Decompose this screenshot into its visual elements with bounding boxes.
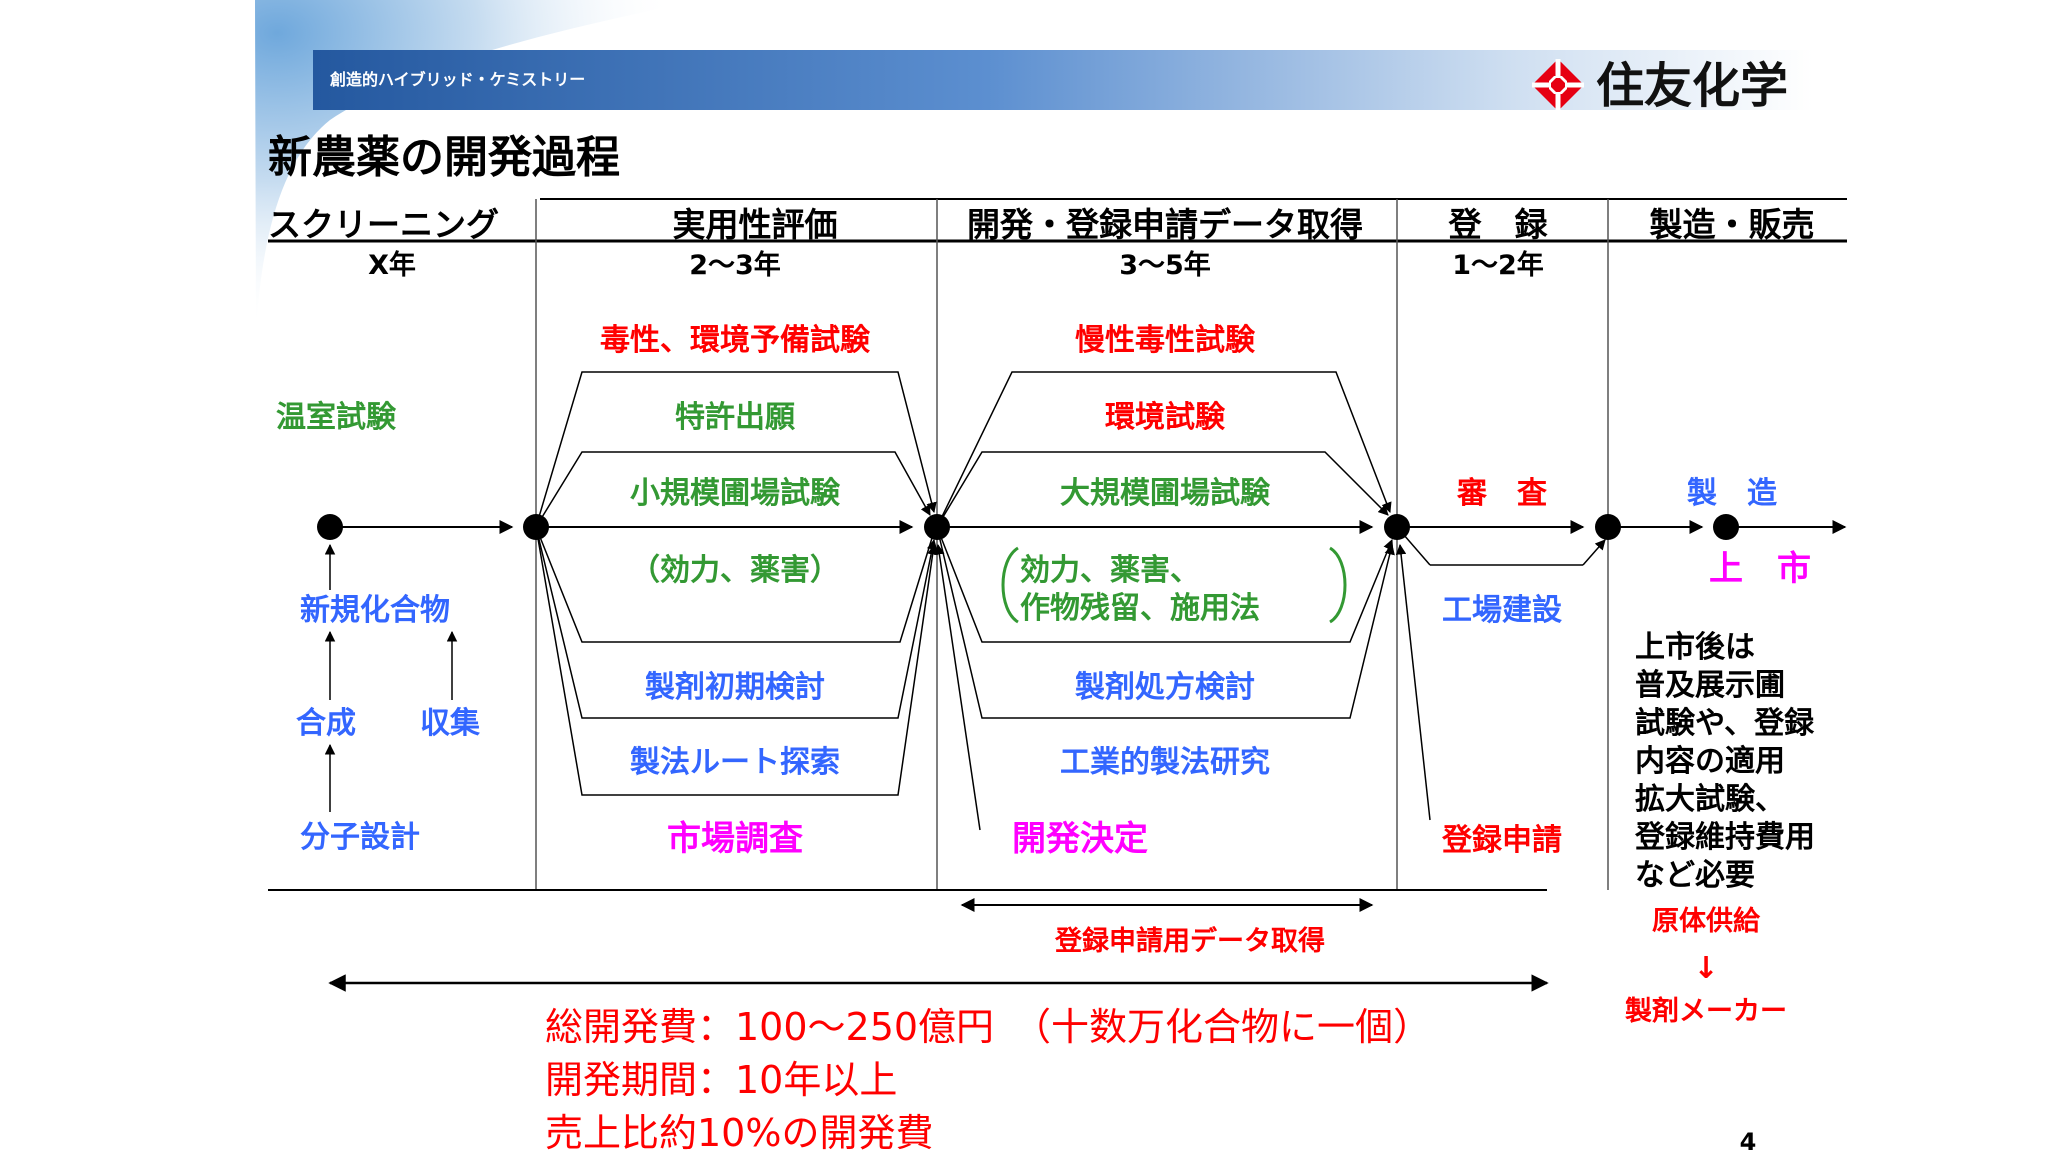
plant-construction-label: 工場建設 <box>1442 593 1562 628</box>
total-cost-text: 総開発費：100～250億円 （十数万化合物に一個） <box>545 1005 1431 1049</box>
svg-text:試験や、登録: 試験や、登録 <box>1635 706 1815 741</box>
field-detail-label: 効力、薬害、 <box>1020 553 1200 588</box>
env-test-label: 環境試験 <box>1105 400 1226 435</box>
industrial-process-label: 工業的製法研究 <box>1060 745 1270 780</box>
new-compound-label: 新規化合物 <box>300 593 450 628</box>
header-tagline: 創造的ハイブリッド・ケミストリー <box>329 70 585 89</box>
phase-name: スクリーニング <box>268 205 499 244</box>
formulation-initial-label: 製剤初期検討 <box>645 670 825 705</box>
svg-text:上市後は: 上市後は <box>1635 630 1755 665</box>
timeline-node <box>523 514 549 540</box>
synthesis-label: 合成 <box>296 706 356 741</box>
decision-arrow <box>1395 543 1431 821</box>
large-field-test-label: 大規模圃場試験 <box>1060 476 1271 511</box>
left-brace <box>1001 546 1019 624</box>
tox-env-prelim-label: 毒性、環境予備試験 <box>600 323 871 358</box>
timeline-node <box>924 514 950 540</box>
slide-title: 新農薬の開発過程 <box>268 132 620 183</box>
svg-text:拡大試験、: 拡大試験、 <box>1635 782 1785 817</box>
formulator-label: 製剤メーカー <box>1625 995 1787 1027</box>
field-detail-label: 作物残留、施用法 <box>1020 591 1260 626</box>
svg-text:普及展示圃: 普及展示圃 <box>1635 668 1785 703</box>
dev-period-text: 開発期間：10年以上 <box>545 1058 897 1102</box>
screening-arrows <box>324 543 458 812</box>
process-route-label: 製法ルート探索 <box>630 745 840 780</box>
svg-text:など必要: など必要 <box>1635 858 1755 893</box>
timeline-node <box>1713 514 1739 540</box>
timeline-node <box>1595 514 1621 540</box>
api-supply-label: 原体供給 <box>1652 905 1761 937</box>
company-name: 住友化学 <box>1596 58 1788 114</box>
page-number: 4 <box>1740 1128 1757 1155</box>
phase-name: 開発・登録申請データ取得 <box>967 205 1363 244</box>
efficacy-phyto-label: （効力、薬害） <box>630 553 840 588</box>
dev-decision-label: 開発決定 <box>1012 819 1148 859</box>
phase-duration: 1～2年 <box>1452 249 1544 281</box>
timeline-node <box>317 514 343 540</box>
svg-text:内容の適用: 内容の適用 <box>1635 744 1785 779</box>
launch-label: 上 市 <box>1709 549 1811 589</box>
phase-duration: 2～3年 <box>689 249 781 281</box>
patent-label: 特許出願 <box>675 400 796 435</box>
collection-label: 収集 <box>420 706 481 741</box>
review-label: 審 査 <box>1456 476 1547 511</box>
phase-name: 製造・販売 <box>1650 205 1815 244</box>
chronic-tox-label: 慢性毒性試験 <box>1075 323 1256 358</box>
phase-name: 実用性評価 <box>673 205 838 244</box>
phase-duration: 3～5年 <box>1119 249 1211 281</box>
timeline-node <box>1384 514 1410 540</box>
after-launch-note: 上市後は 普及展示圃 試験や、登録 内容の適用 拡大試験、 登録維持費用 など必… <box>1634 630 1815 893</box>
svg-text:登録維持費用: 登録維持費用 <box>1634 820 1815 855</box>
supply-arrow: ↓ <box>1693 951 1718 986</box>
right-brace <box>1329 546 1347 624</box>
market-research-label: 市場調査 <box>667 819 803 859</box>
molecular-design-label: 分子設計 <box>300 820 420 855</box>
small-field-test-label: 小規模圃場試験 <box>630 476 841 511</box>
data-acquisition-label: 登録申請用データ取得 <box>1054 925 1325 957</box>
greenhouse-test-label: 温室試験 <box>276 400 397 435</box>
manufacturing-label: 製 造 <box>1687 476 1777 511</box>
development-paths <box>936 371 1606 719</box>
sales-ratio-text: 売上比約10%の開発費 <box>545 1111 933 1155</box>
decision-arrow <box>934 543 981 831</box>
registration-application-label: 登録申請 <box>1441 823 1562 858</box>
phase-duration: X年 <box>368 249 416 281</box>
phase-name: 登 録 <box>1448 205 1549 244</box>
sumitomo-igeta-icon <box>1532 59 1584 111</box>
evaluation-paths <box>535 371 938 796</box>
formulation-recipe-label: 製剤処方検討 <box>1075 670 1255 705</box>
